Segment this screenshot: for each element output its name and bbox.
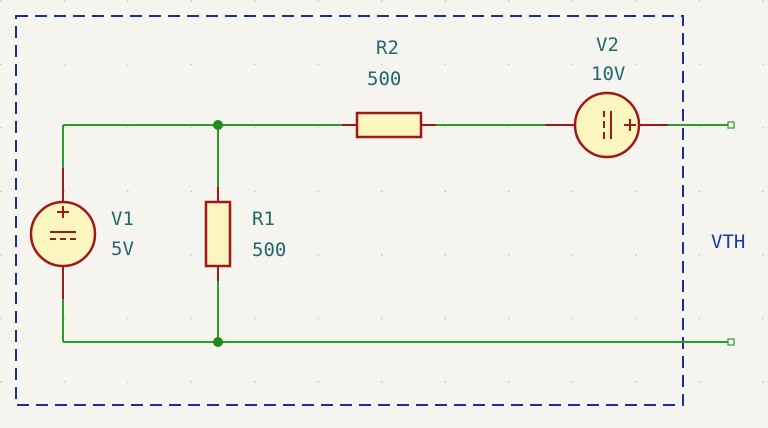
voltage-source-v2-symbol [573,91,641,159]
port-marker-top[interactable] [727,121,735,129]
resistor-r1-body [204,200,232,268]
resistor-r1[interactable] [204,187,232,281]
resistor-r2[interactable] [342,111,436,139]
r1-value-label: 500 [252,239,286,261]
dc-source-icon [603,111,636,139]
r2-value-label: 500 [367,68,401,90]
r2-reference-label: R2 [376,37,399,59]
junction-dot-bottom [213,337,223,347]
v2-reference-label: V2 [596,34,619,56]
v1-value-label: 5V [111,238,134,260]
dc-source-icon [50,206,76,240]
voltage-source-v1-symbol [29,200,97,268]
v2-value-label: 10V [591,63,625,85]
resistor-r2-body [355,111,423,139]
voltage-source-v1[interactable] [29,168,97,299]
net-label-vth: VTH [711,231,745,253]
sheet-boundary [15,15,684,406]
port-marker-bottom[interactable] [727,338,735,346]
voltage-source-v2[interactable] [545,91,668,159]
r1-reference-label: R1 [252,208,275,230]
v1-reference-label: V1 [111,208,134,230]
junction-dot-top [213,120,223,130]
